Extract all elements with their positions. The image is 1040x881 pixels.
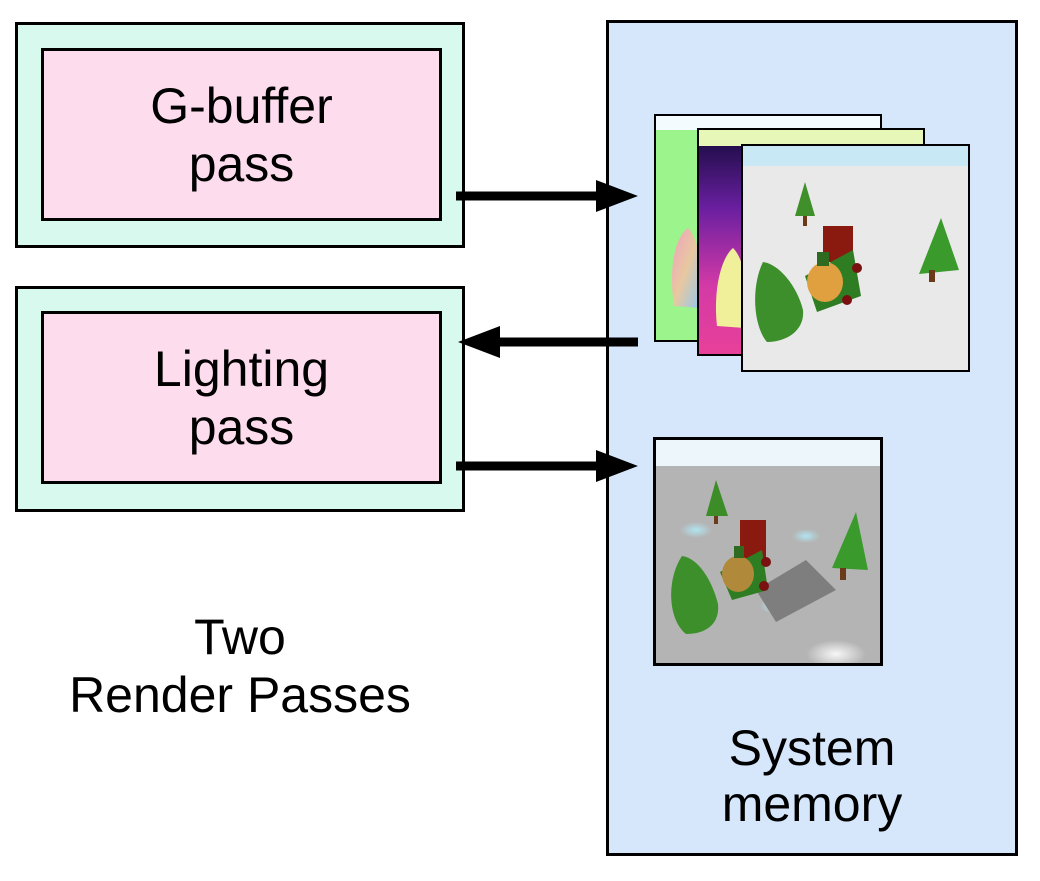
arrow-lighting-to-memory bbox=[456, 450, 638, 482]
gbuffer-pass-label-line2: pass bbox=[188, 135, 295, 192]
lighting-pass-box: Lighting pass bbox=[15, 286, 465, 512]
system-memory-label: System memory bbox=[609, 720, 1015, 832]
lighting-pass-label-line1: Lighting bbox=[153, 340, 330, 397]
gbuffer-pass-label-line1: G-buffer bbox=[150, 77, 333, 134]
render-passes-caption: Two Render Passes bbox=[30, 608, 450, 724]
lighting-pass-inner: Lighting pass bbox=[41, 311, 442, 484]
arrow-gbuffer-to-memory bbox=[456, 180, 638, 212]
lit-scene-svg bbox=[656, 440, 880, 663]
lit-scene-image bbox=[653, 437, 883, 666]
system-memory-label-line1: System bbox=[728, 720, 896, 776]
albedo-buffer-svg bbox=[743, 146, 968, 370]
albedo-buffer-image bbox=[741, 144, 970, 372]
lighting-pass-label-line2: pass bbox=[188, 398, 295, 455]
arrow-memory-to-lighting bbox=[458, 326, 638, 358]
caption-line2: Render Passes bbox=[69, 667, 411, 723]
gbuffer-pass-inner: G-buffer pass bbox=[41, 48, 442, 221]
system-memory-label-line2: memory bbox=[721, 776, 903, 832]
gbuffer-pass-box: G-buffer pass bbox=[15, 22, 465, 248]
caption-line1: Two bbox=[194, 609, 286, 665]
